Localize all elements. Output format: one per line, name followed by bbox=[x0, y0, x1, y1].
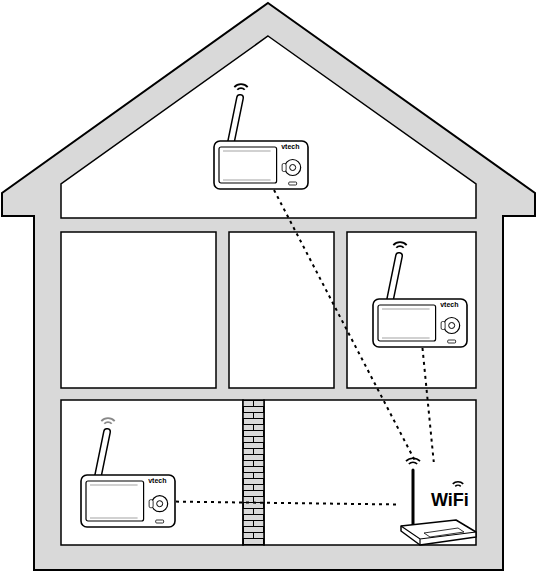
room bbox=[61, 232, 216, 388]
d-pad bbox=[152, 496, 168, 512]
brand-label: vtech bbox=[281, 143, 299, 151]
bottom-button bbox=[156, 520, 164, 523]
brand-label: vtech bbox=[440, 301, 458, 309]
signal-arc bbox=[405, 457, 420, 461]
monitor-antenna bbox=[98, 432, 107, 476]
monitor-body bbox=[214, 141, 308, 189]
d-pad bbox=[285, 160, 301, 176]
monitor-unit: vtech bbox=[80, 474, 176, 528]
signal-arc bbox=[408, 461, 417, 464]
monitor-unit: vtech bbox=[372, 298, 468, 348]
ok-button bbox=[449, 323, 455, 329]
d-pad bbox=[444, 318, 460, 334]
attic-room bbox=[61, 36, 476, 218]
monitor-unit: vtech bbox=[213, 140, 309, 190]
signal-arc bbox=[393, 241, 408, 246]
antennas bbox=[98, 83, 407, 476]
wireless-link bbox=[176, 502, 398, 505]
screen-detail bbox=[382, 309, 430, 338]
side-button bbox=[282, 164, 286, 172]
router-edge bbox=[401, 526, 476, 545]
wifi-router: WiFi bbox=[398, 462, 478, 548]
signal-arc bbox=[237, 87, 246, 90]
wireless-link bbox=[422, 348, 433, 462]
side-button bbox=[441, 322, 445, 330]
ok-button bbox=[157, 501, 163, 507]
antenna-fill bbox=[98, 432, 107, 476]
router-body bbox=[401, 520, 476, 545]
screen-detail bbox=[223, 151, 271, 180]
monitor-body bbox=[81, 475, 175, 527]
room bbox=[264, 400, 476, 545]
antenna-fill bbox=[231, 98, 240, 142]
antenna-fill bbox=[390, 256, 399, 300]
screen-detail bbox=[90, 485, 138, 518]
side-button bbox=[149, 500, 153, 508]
ok-button bbox=[290, 165, 296, 171]
bottom-button bbox=[448, 340, 456, 343]
room bbox=[347, 232, 476, 388]
monitor-screen bbox=[219, 147, 277, 183]
wifi-label: WiFi bbox=[431, 490, 469, 510]
house-outline bbox=[2, 3, 535, 570]
signal-arc bbox=[396, 245, 405, 248]
router-panel bbox=[424, 528, 464, 537]
monitor-screen bbox=[378, 305, 436, 341]
room bbox=[61, 400, 243, 545]
wifi-symbol bbox=[455, 484, 462, 487]
monitor-antenna bbox=[231, 98, 240, 142]
signal-arc bbox=[234, 83, 249, 88]
room bbox=[229, 232, 334, 388]
bottom-button bbox=[289, 182, 297, 185]
monitor-antenna bbox=[390, 256, 399, 300]
monitor-body bbox=[373, 299, 467, 347]
signal-arc bbox=[104, 421, 113, 424]
monitor-screen bbox=[86, 481, 144, 521]
brand-label: vtech bbox=[148, 477, 166, 485]
signal-arc bbox=[101, 417, 116, 422]
brick-wall bbox=[243, 400, 264, 545]
router-antenna bbox=[412, 470, 415, 528]
wifi-symbol bbox=[452, 481, 464, 485]
